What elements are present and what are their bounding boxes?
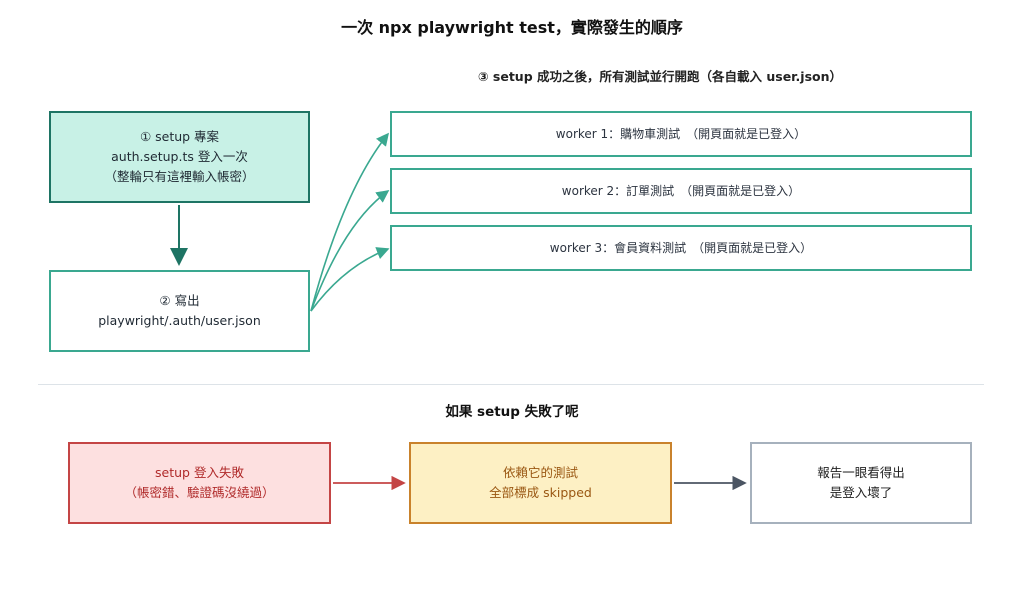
write-step-label: ② 寫出 bbox=[159, 293, 200, 308]
worker-1-label: worker 1：購物車測試 （開頁面就是已登入） bbox=[555, 127, 807, 141]
setup-failed-label: setup 登入失敗 bbox=[155, 465, 244, 480]
storage-path-label: playwright/.auth/user.json bbox=[98, 313, 261, 328]
setup-step-label: ① setup 專案 bbox=[139, 129, 220, 144]
setup-note: （整輪只有這裡輸入帳密） bbox=[104, 169, 255, 184]
write-state-box: ② 寫出 playwright/.auth/user.json bbox=[49, 270, 310, 352]
report-label: 報告一眼看得出 bbox=[817, 465, 905, 480]
worker-3-label: worker 3：會員資料測試 （開頁面就是已登入） bbox=[549, 241, 813, 255]
worker-2-box: worker 2：訂單測試 （開頁面就是已登入） bbox=[390, 168, 972, 214]
diagram-title: 一次 npx playwright test，實際發生的順序 bbox=[341, 18, 683, 37]
setup-project-box: ① setup 專案 auth.setup.ts 登入一次 （整輪只有這裡輸入帳… bbox=[49, 111, 310, 203]
setup-failed-box: setup 登入失敗 （帳密錯、驗證碼沒繞過） bbox=[68, 442, 331, 524]
parallel-caption: ③ setup 成功之後，所有測試並行開跑（各自載入 user.json） bbox=[477, 69, 843, 84]
write-to-worker2-arrow bbox=[310, 190, 390, 312]
dependent-tests-label: 依賴它的測試 bbox=[502, 465, 578, 480]
report-conclusion: 是登入壞了 bbox=[829, 485, 893, 500]
skipped-status-label: 全部標成 skipped bbox=[489, 485, 592, 500]
section-divider bbox=[38, 384, 984, 385]
report-box: 報告一眼看得出 是登入壞了 bbox=[750, 442, 972, 524]
worker-2-label: worker 2：訂單測試 （開頁面就是已登入） bbox=[561, 184, 801, 198]
worker-3-box: worker 3：會員資料測試 （開頁面就是已登入） bbox=[390, 225, 972, 271]
setup-failed-reason: （帳密錯、驗證碼沒繞過） bbox=[124, 485, 275, 500]
worker-1-box: worker 1：購物車測試 （開頁面就是已登入） bbox=[390, 111, 972, 157]
setup-file-label: auth.setup.ts 登入一次 bbox=[111, 149, 248, 164]
write-to-worker3-arrow bbox=[310, 247, 390, 312]
skipped-tests-box: 依賴它的測試 全部標成 skipped bbox=[409, 442, 672, 524]
failure-section-title: 如果 setup 失敗了呢 bbox=[445, 404, 579, 420]
write-to-worker1-arrow bbox=[310, 132, 390, 312]
